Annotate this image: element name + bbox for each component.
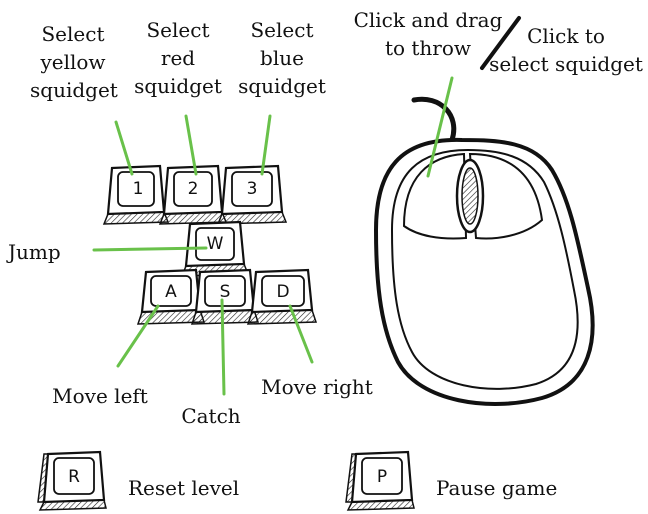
- key-p-char: P: [377, 467, 387, 487]
- label-select-red: Select red squidget: [134, 18, 222, 98]
- leader-blue: [260, 114, 272, 176]
- mouse-icon: [373, 96, 595, 406]
- label-select-blue: Select blue squidget: [238, 18, 326, 98]
- leader-click-drag: [426, 76, 454, 178]
- key-r-char: R: [68, 467, 80, 487]
- label-click-and-drag: Click and drag to throw: [353, 8, 503, 60]
- key-d: D: [246, 268, 318, 325]
- key-r: R: [37, 450, 107, 511]
- leader-catch: [220, 298, 226, 396]
- leader-jump: [92, 246, 208, 252]
- mouse-cable: [411, 96, 457, 143]
- label-click-to-select: Click to select squidget: [489, 24, 643, 76]
- leader-red: [184, 114, 198, 176]
- key-d-char: D: [276, 282, 289, 302]
- label-divider-slash: [480, 16, 521, 70]
- label-jump: Jump: [8, 240, 61, 264]
- key-p: P: [345, 450, 415, 511]
- label-catch: Catch: [181, 404, 241, 428]
- key-1-char: 1: [133, 179, 144, 199]
- label-pause-game: Pause game: [436, 476, 558, 500]
- leader-yellow: [114, 120, 134, 176]
- key-2-char: 2: [188, 179, 199, 199]
- key-a-char: A: [165, 282, 177, 302]
- mouse-right-button: [468, 152, 544, 240]
- key-s: S: [190, 268, 260, 325]
- label-reset-level: Reset level: [128, 476, 240, 500]
- mouse-left-button: [402, 152, 468, 240]
- key-w-char: W: [207, 234, 224, 254]
- mouse-wheel-grip: [461, 167, 479, 225]
- key-s-char: S: [220, 282, 231, 302]
- key-2: 2: [158, 164, 228, 225]
- key-3: 3: [216, 164, 288, 225]
- label-move-right: Move right: [261, 375, 373, 399]
- leader-move-right: [288, 304, 314, 364]
- mouse-inner-outline: [390, 148, 579, 390]
- leader-lines: [92, 76, 454, 396]
- label-select-yellow: Select yellow squidget: [30, 22, 118, 102]
- key-3-char: 3: [247, 179, 258, 199]
- key-1: 1: [102, 164, 170, 225]
- leader-move-left: [116, 304, 160, 368]
- label-move-left: Move left: [52, 384, 148, 408]
